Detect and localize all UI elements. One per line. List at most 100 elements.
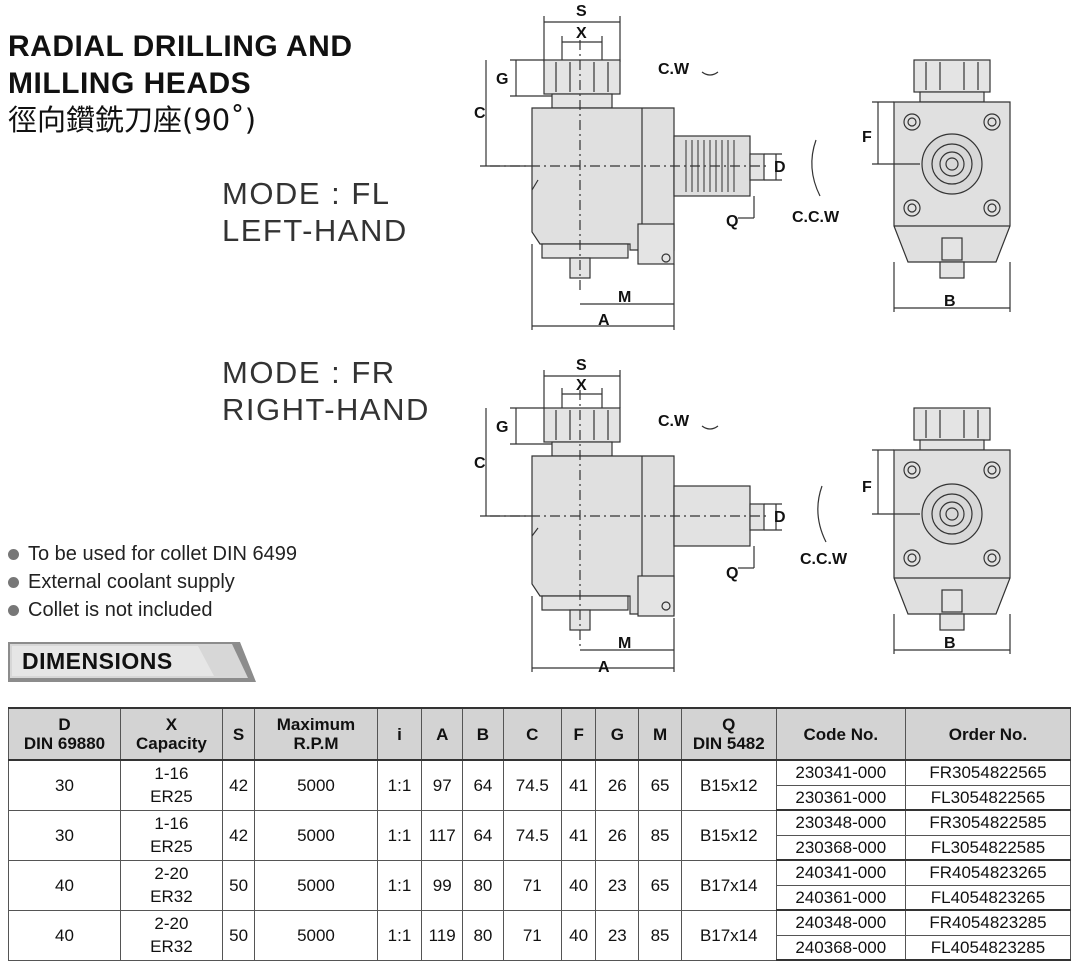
cell-g: 23 (595, 909, 640, 961)
cell-i: 1:1 (376, 759, 423, 811)
mode-fl-name: MODE : FL (222, 176, 391, 211)
cell-m: 85 (638, 809, 682, 861)
ccw-label: C.C.W (800, 551, 848, 568)
bullet-icon (8, 604, 19, 616)
title-line-2: MILLING HEADS (8, 67, 252, 100)
cell-f: 41 (560, 809, 597, 861)
cell-c: 74.5 (502, 809, 562, 861)
header-c: C (502, 707, 562, 761)
bullet-icon (8, 576, 19, 588)
dim-a-label: A (598, 312, 610, 329)
feature-text: Collet is not included (28, 599, 213, 621)
cell-rpm: 5000 (254, 809, 378, 861)
feature-item: External coolant supply (8, 568, 297, 596)
table-row: 230361-000 FL3054822565 (9, 784, 1072, 811)
cell-order-no: FL3054822585 (904, 834, 1072, 861)
cell-a: 119 (421, 909, 464, 961)
cell-m: 65 (638, 859, 682, 911)
cw-label: C.W (658, 413, 690, 430)
cell-rpm: 5000 (254, 859, 378, 911)
cell-order-no: FR3054822585 (904, 809, 1072, 836)
dim-c-label: C (474, 455, 486, 472)
cell-c: 74.5 (502, 759, 562, 811)
bullet-icon (8, 548, 19, 560)
cell-f: 40 (560, 859, 597, 911)
cell-d: 40 (8, 909, 121, 961)
dim-q-label: Q (726, 213, 738, 230)
dim-x-label: X (576, 377, 587, 394)
cell-a: 99 (421, 859, 464, 911)
cell-g: 23 (595, 859, 640, 911)
cell-d: 30 (8, 809, 121, 861)
cell-code-no: 240348-000 (775, 909, 906, 936)
cell-order-no: FL4054823285 (904, 934, 1072, 961)
mode-fl-label: MODE : FL LEFT-HAND (222, 175, 408, 249)
cell-f: 41 (560, 759, 597, 811)
cell-code-no: 230368-000 (775, 834, 906, 861)
dim-c-label: C (474, 105, 486, 122)
cell-rpm: 5000 (254, 759, 378, 811)
cell-code-no: 230361-000 (775, 784, 906, 811)
cell-c: 71 (502, 909, 562, 961)
cell-d: 30 (8, 759, 121, 811)
table-row: 240361-000 FL4054823265 (9, 884, 1072, 911)
cell-order-no: FL3054822565 (904, 784, 1072, 811)
cell-q: B15x12 (680, 759, 777, 811)
cell-code-no: 240368-000 (775, 934, 906, 961)
cell-a: 97 (421, 759, 464, 811)
cell-c: 71 (502, 859, 562, 911)
header-s: S (221, 707, 256, 761)
cell-b: 64 (462, 809, 504, 861)
cell-s: 42 (221, 759, 256, 811)
table-row: 240368-000 FL4054823285 (9, 934, 1072, 961)
cell-code-no: 230341-000 (775, 759, 906, 786)
mode-fr-label: MODE : FR RIGHT-HAND (222, 354, 430, 428)
fl-front-view-drawing: F B (862, 59, 1011, 312)
feature-text: To be used for collet DIN 6499 (28, 543, 298, 565)
header-b: B (462, 707, 504, 761)
cell-b: 80 (462, 859, 504, 911)
dim-b-label: B (944, 635, 956, 652)
dim-m-label: M (618, 635, 631, 652)
cell-rpm: 5000 (254, 909, 378, 961)
cell-q: B17x14 (680, 909, 777, 961)
cell-i: 1:1 (376, 809, 423, 861)
cell-b: 64 (462, 759, 504, 811)
mode-fr-hand: RIGHT-HAND (222, 392, 430, 427)
dim-f-label: F (862, 479, 872, 496)
cell-g: 26 (595, 759, 640, 811)
dimensions-banner: DIMENSIONS (8, 642, 256, 682)
header-order-no: Order No. (904, 707, 1072, 761)
ccw-label: C.C.W (792, 209, 840, 226)
mode-fl-hand: LEFT-HAND (222, 213, 408, 248)
cell-q: B17x14 (680, 859, 777, 911)
header-m: M (638, 707, 682, 761)
cw-label: C.W (658, 61, 690, 78)
feature-item: Collet is not included (8, 596, 297, 624)
cell-order-no: FR4054823285 (904, 909, 1072, 936)
dim-m-label: M (618, 289, 631, 306)
title-chinese: 徑向鑽銑刀座(90˚) (8, 103, 257, 137)
feature-item: To be used for collet DIN 6499 (8, 540, 297, 568)
dim-b-label: B (944, 293, 956, 310)
header-a: A (421, 707, 464, 761)
cell-order-no: FR4054823265 (904, 859, 1072, 886)
cell-i: 1:1 (376, 859, 423, 911)
cell-s: 42 (221, 809, 256, 861)
feature-list: To be used for collet DIN 6499 External … (8, 540, 297, 624)
fr-side-view-drawing: S X G C D Q M A C.W C.C.W (474, 357, 848, 676)
cell-a: 117 (421, 809, 464, 861)
cell-code-no: 230348-000 (775, 809, 906, 836)
dim-s-label: S (576, 3, 587, 20)
cell-s: 50 (221, 859, 256, 911)
